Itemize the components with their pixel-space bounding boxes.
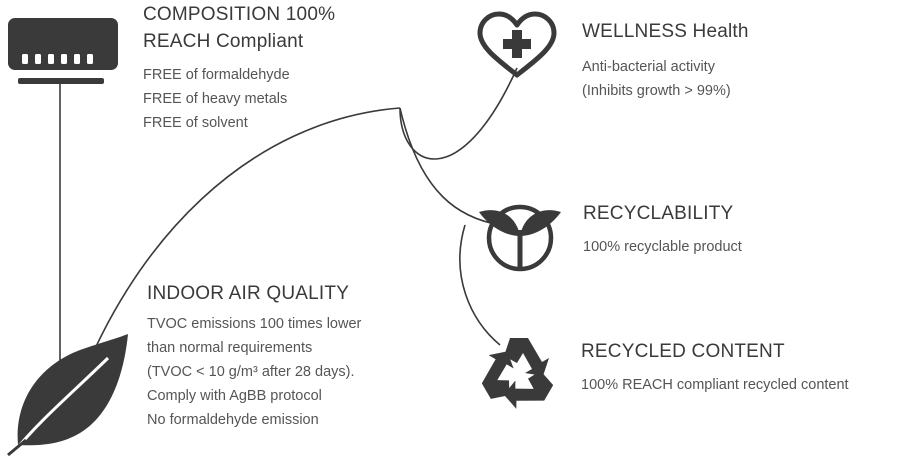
indoor-air-quality-detail-line: than normal requirements [147,340,313,356]
wellness-title-line: WELLNESS Health [582,21,749,42]
connector-arc-left [71,107,401,406]
indoor-air-quality-detail-line: TVOC emissions 100 times lower [147,316,362,332]
recyclability-section: RECYCLABILITY 100% recyclable product [583,200,742,259]
connector-to-wellness [399,67,518,160]
composition-title-line-1: COMPOSITION 100% [143,4,336,25]
connector-to-recycled [459,224,501,346]
composition-details: FREE of formaldehyde FREE of heavy metal… [143,63,335,135]
connector-to-recyclability [399,107,501,226]
lamp-icon [8,18,118,84]
wellness-details: Anti-bacterial activity (Inhibits growth… [582,55,749,103]
composition-title-line-2: REACH Compliant [143,31,304,52]
recyclability-detail-line: 100% recyclable product [583,239,742,255]
composition-title: COMPOSITION 100% REACH Compliant [143,1,335,55]
recyclability-title-line: RECYCLABILITY [583,203,734,224]
recycled-content-section: RECYCLED CONTENT 100% REACH compliant re… [581,338,849,397]
indoor-air-quality-section: INDOOR AIR QUALITY TVOC emissions 100 ti… [147,280,361,432]
recycled-content-title: RECYCLED CONTENT [581,338,849,365]
recyclability-title: RECYCLABILITY [583,200,742,227]
recycled-content-detail-line: 100% REACH compliant recycled content [581,377,849,393]
composition-section: COMPOSITION 100% REACH Compliant FREE of… [143,1,335,135]
indoor-air-quality-title-line: INDOOR AIR QUALITY [147,283,350,304]
wellness-section: WELLNESS Health Anti-bacterial activity … [582,18,749,103]
indoor-air-quality-detail-line: (TVOC < 10 g/m³ after 28 days). [147,364,355,380]
recycled-content-title-line: RECYCLED CONTENT [581,341,785,362]
leaf-icon [7,334,128,457]
composition-detail-line: FREE of solvent [143,115,248,131]
wellness-detail-line: (Inhibits growth > 99%) [582,83,731,99]
recycle-icon [481,338,554,409]
indoor-air-quality-detail-line: No formaldehyde emission [147,412,319,428]
composition-detail-line: FREE of formaldehyde [143,67,290,83]
wellness-title: WELLNESS Health [582,18,749,45]
recyclability-details: 100% recyclable product [583,235,742,259]
indoor-air-quality-detail-line: Comply with AgBB protocol [147,388,322,404]
sprout-icon [479,204,561,272]
composition-detail-line: FREE of heavy metals [143,91,288,107]
indoor-air-quality-title: INDOOR AIR QUALITY [147,280,361,307]
indoor-air-quality-details: TVOC emissions 100 times lower than norm… [147,312,361,432]
wellness-detail-line: Anti-bacterial activity [582,59,715,75]
heart-plus-icon [477,11,557,78]
recycled-content-details: 100% REACH compliant recycled content [581,373,849,397]
